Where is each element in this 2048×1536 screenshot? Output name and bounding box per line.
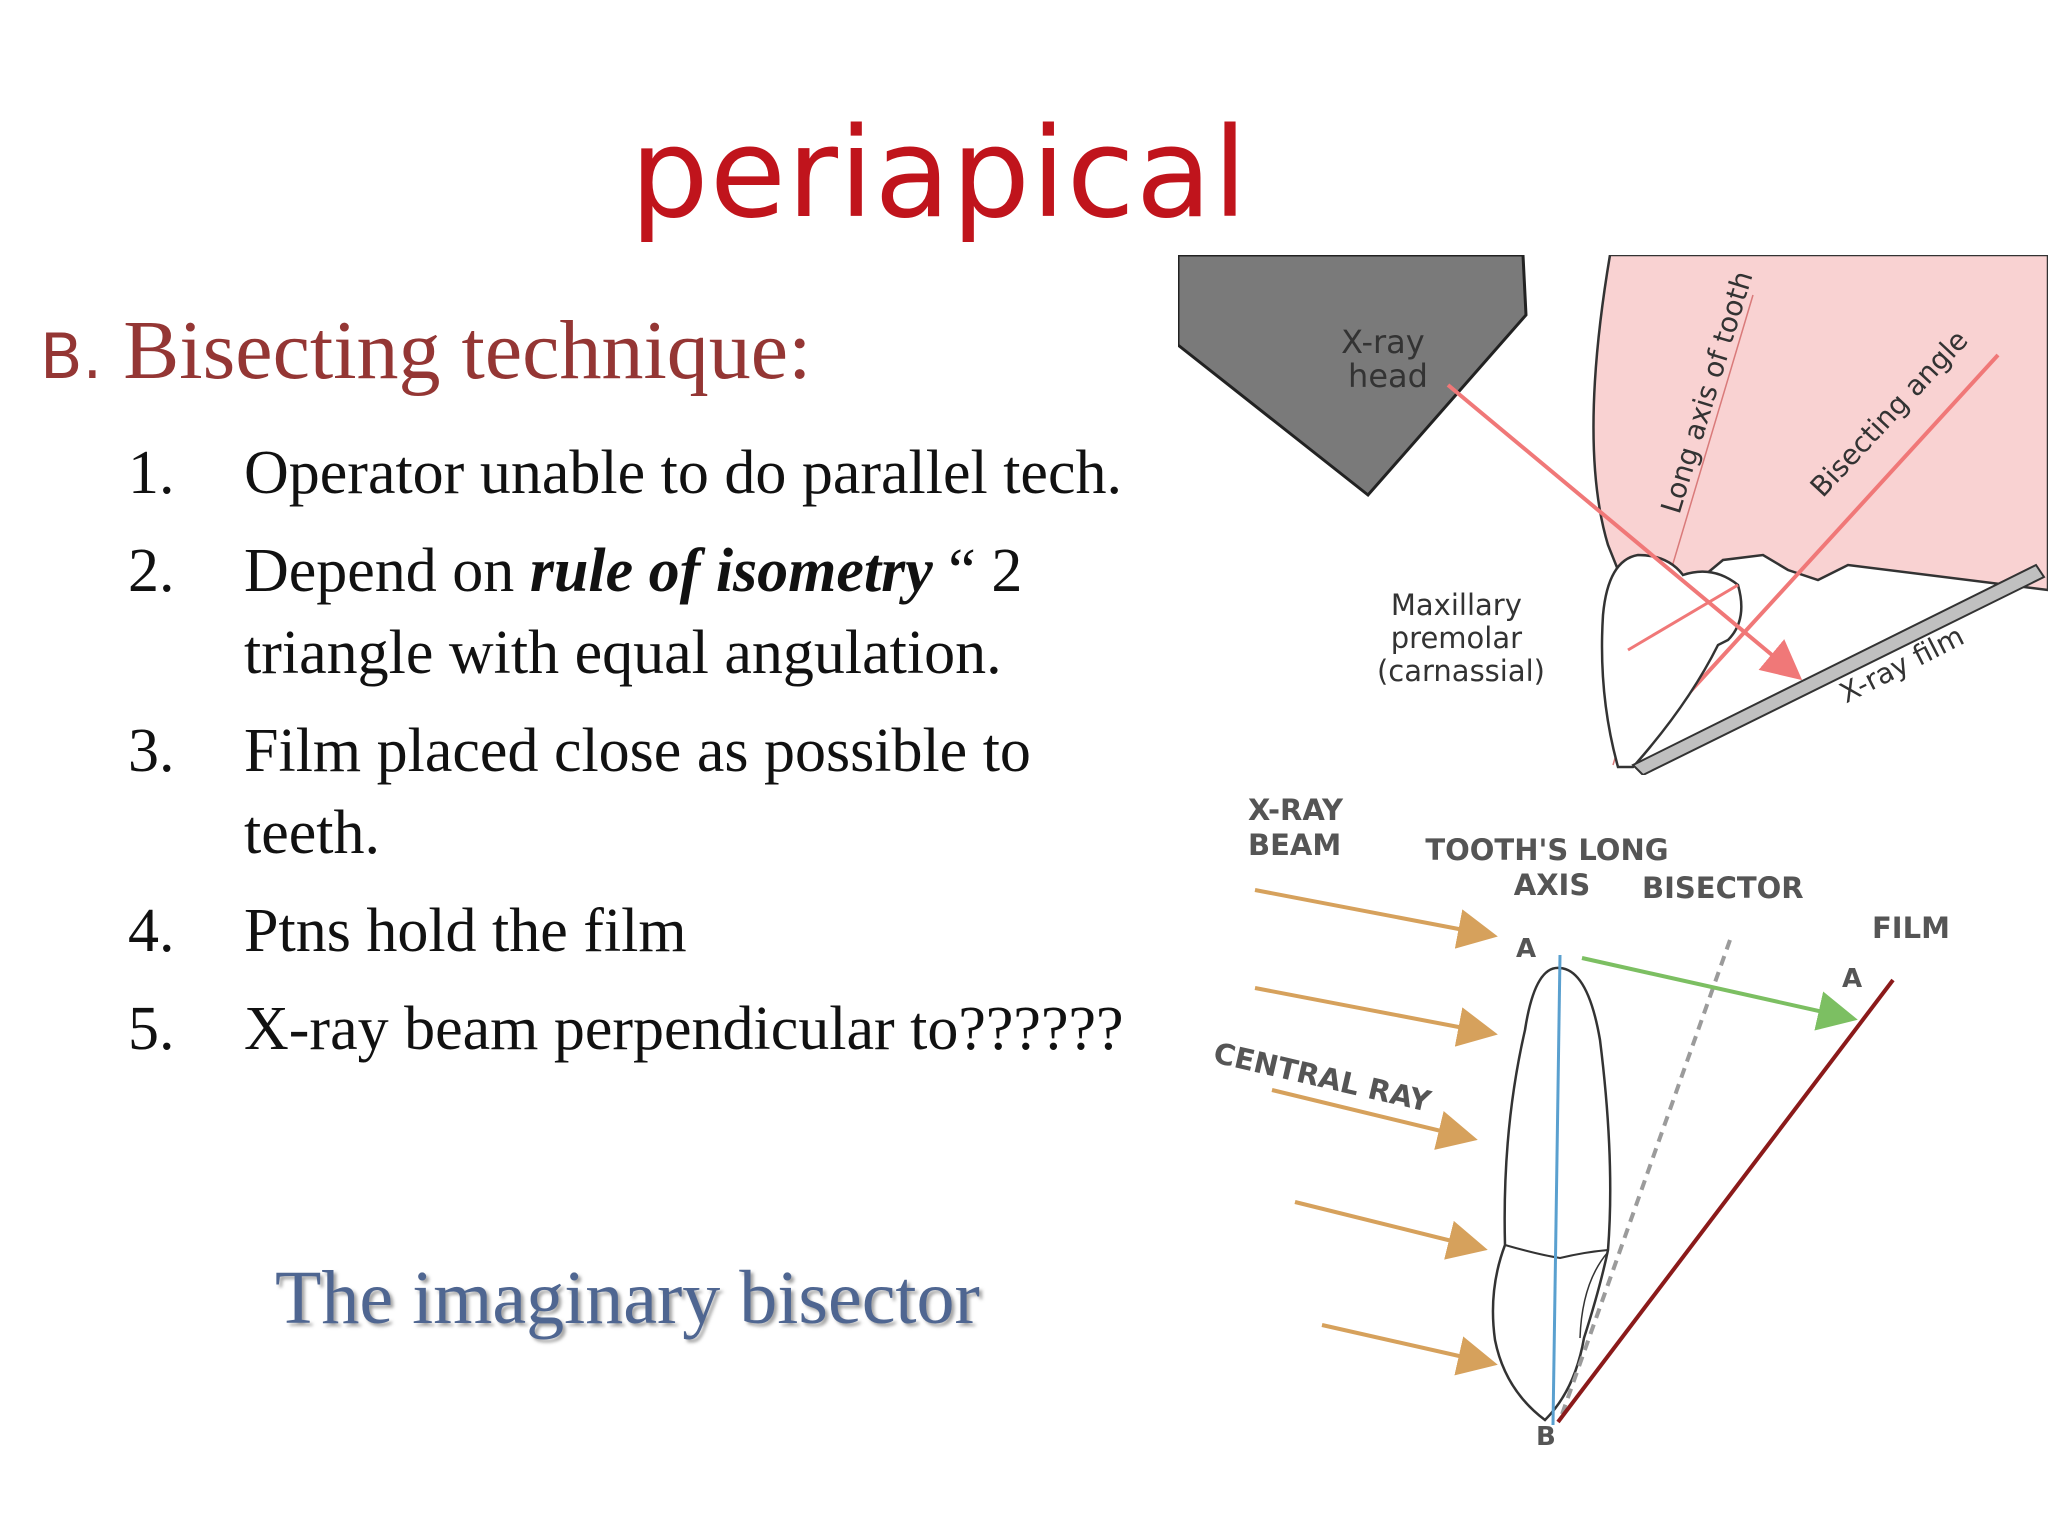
bisecting-diagram-bottom: X-RAY BEAM TOOTH'S LONG AXIS BISECTOR FI…	[1210, 793, 1950, 1452]
tooth-crown-line	[1504, 1244, 1609, 1260]
tooth-outline	[1491, 966, 1612, 1422]
item-text-pre: Depend on	[244, 537, 530, 605]
point-a-film: A	[1842, 964, 1862, 994]
section-heading: B. Bisecting technique:	[40, 304, 812, 397]
projection-arrow	[1581, 956, 1858, 1031]
beam-arrow-3	[1271, 1088, 1478, 1150]
xray-film	[1631, 563, 2046, 775]
xray-beam-label: X-RAY BEAM	[1248, 793, 1353, 862]
item-text: Film placed close as possible to teeth.	[244, 717, 1031, 867]
item-text: X-ray beam perpendicular to??????	[244, 995, 1124, 1063]
section-letter: B.	[40, 320, 103, 393]
tooth-long-axis-line	[1551, 954, 1562, 1426]
point-a-tooth: A	[1516, 934, 1536, 964]
point-list: 1. Operator unable to do parallel tech. …	[128, 432, 1148, 1086]
beam-ray	[1627, 583, 1739, 652]
beam-arrow-4	[1294, 1200, 1488, 1260]
beam-arrow	[1446, 383, 1803, 681]
item-text: Operator unable to do parallel tech.	[244, 439, 1122, 507]
central-ray-label: CENTRAL RAY	[1210, 1036, 1434, 1119]
film-line	[1556, 978, 1895, 1424]
beam-arrow-1	[1254, 888, 1498, 949]
item-text: Depend on rule of isometry “ 2 triangle …	[244, 530, 1148, 694]
premolar-label: Maxillary premolar (carnassial)	[1377, 588, 1545, 688]
beam-arrow-5	[1321, 1323, 1498, 1376]
xray-head	[1178, 255, 1528, 498]
list-item: 3. Film placed close as possible to teet…	[128, 710, 1148, 874]
item-text-post: “ 2 triangle with equal angulation.	[244, 537, 1023, 687]
section-heading-text: Bisecting technique:	[123, 304, 812, 397]
item-text-emphasis: rule of isometry	[529, 537, 933, 605]
point-b: B	[1536, 1422, 1556, 1452]
gum-tissue	[1592, 255, 2048, 622]
xray-head-label: X-ray head	[1341, 323, 1435, 395]
bisecting-diagram-top: X-ray head Long axis of tooth Bisecting …	[1178, 255, 2048, 775]
item-number: 1.	[128, 439, 175, 507]
answer-text: The imaginary bisector	[275, 1256, 980, 1340]
list-item: 5. X-ray beam perpendicular to??????	[128, 988, 1148, 1070]
item-text: Ptns hold the film	[244, 897, 687, 965]
item-number: 2.	[128, 537, 175, 605]
list-item: 4. Ptns hold the film	[128, 890, 1148, 972]
slide-title: periapical	[630, 102, 1249, 246]
tooth-inner-line	[1579, 1251, 1609, 1339]
film-label: FILM	[1872, 911, 1950, 945]
list-item: 1. Operator unable to do parallel tech.	[128, 432, 1148, 514]
long-axis-label: TOOTH'S LONG AXIS	[1425, 833, 1678, 902]
item-number: 3.	[128, 717, 175, 785]
beam-arrow-2	[1254, 986, 1498, 1047]
item-number: 4.	[128, 897, 175, 965]
list-item: 2. Depend on rule of isometry “ 2 triang…	[128, 530, 1148, 694]
bisector-label: BISECTOR	[1642, 871, 1804, 905]
premolar-tooth	[1600, 553, 1743, 769]
item-number: 5.	[128, 995, 175, 1063]
